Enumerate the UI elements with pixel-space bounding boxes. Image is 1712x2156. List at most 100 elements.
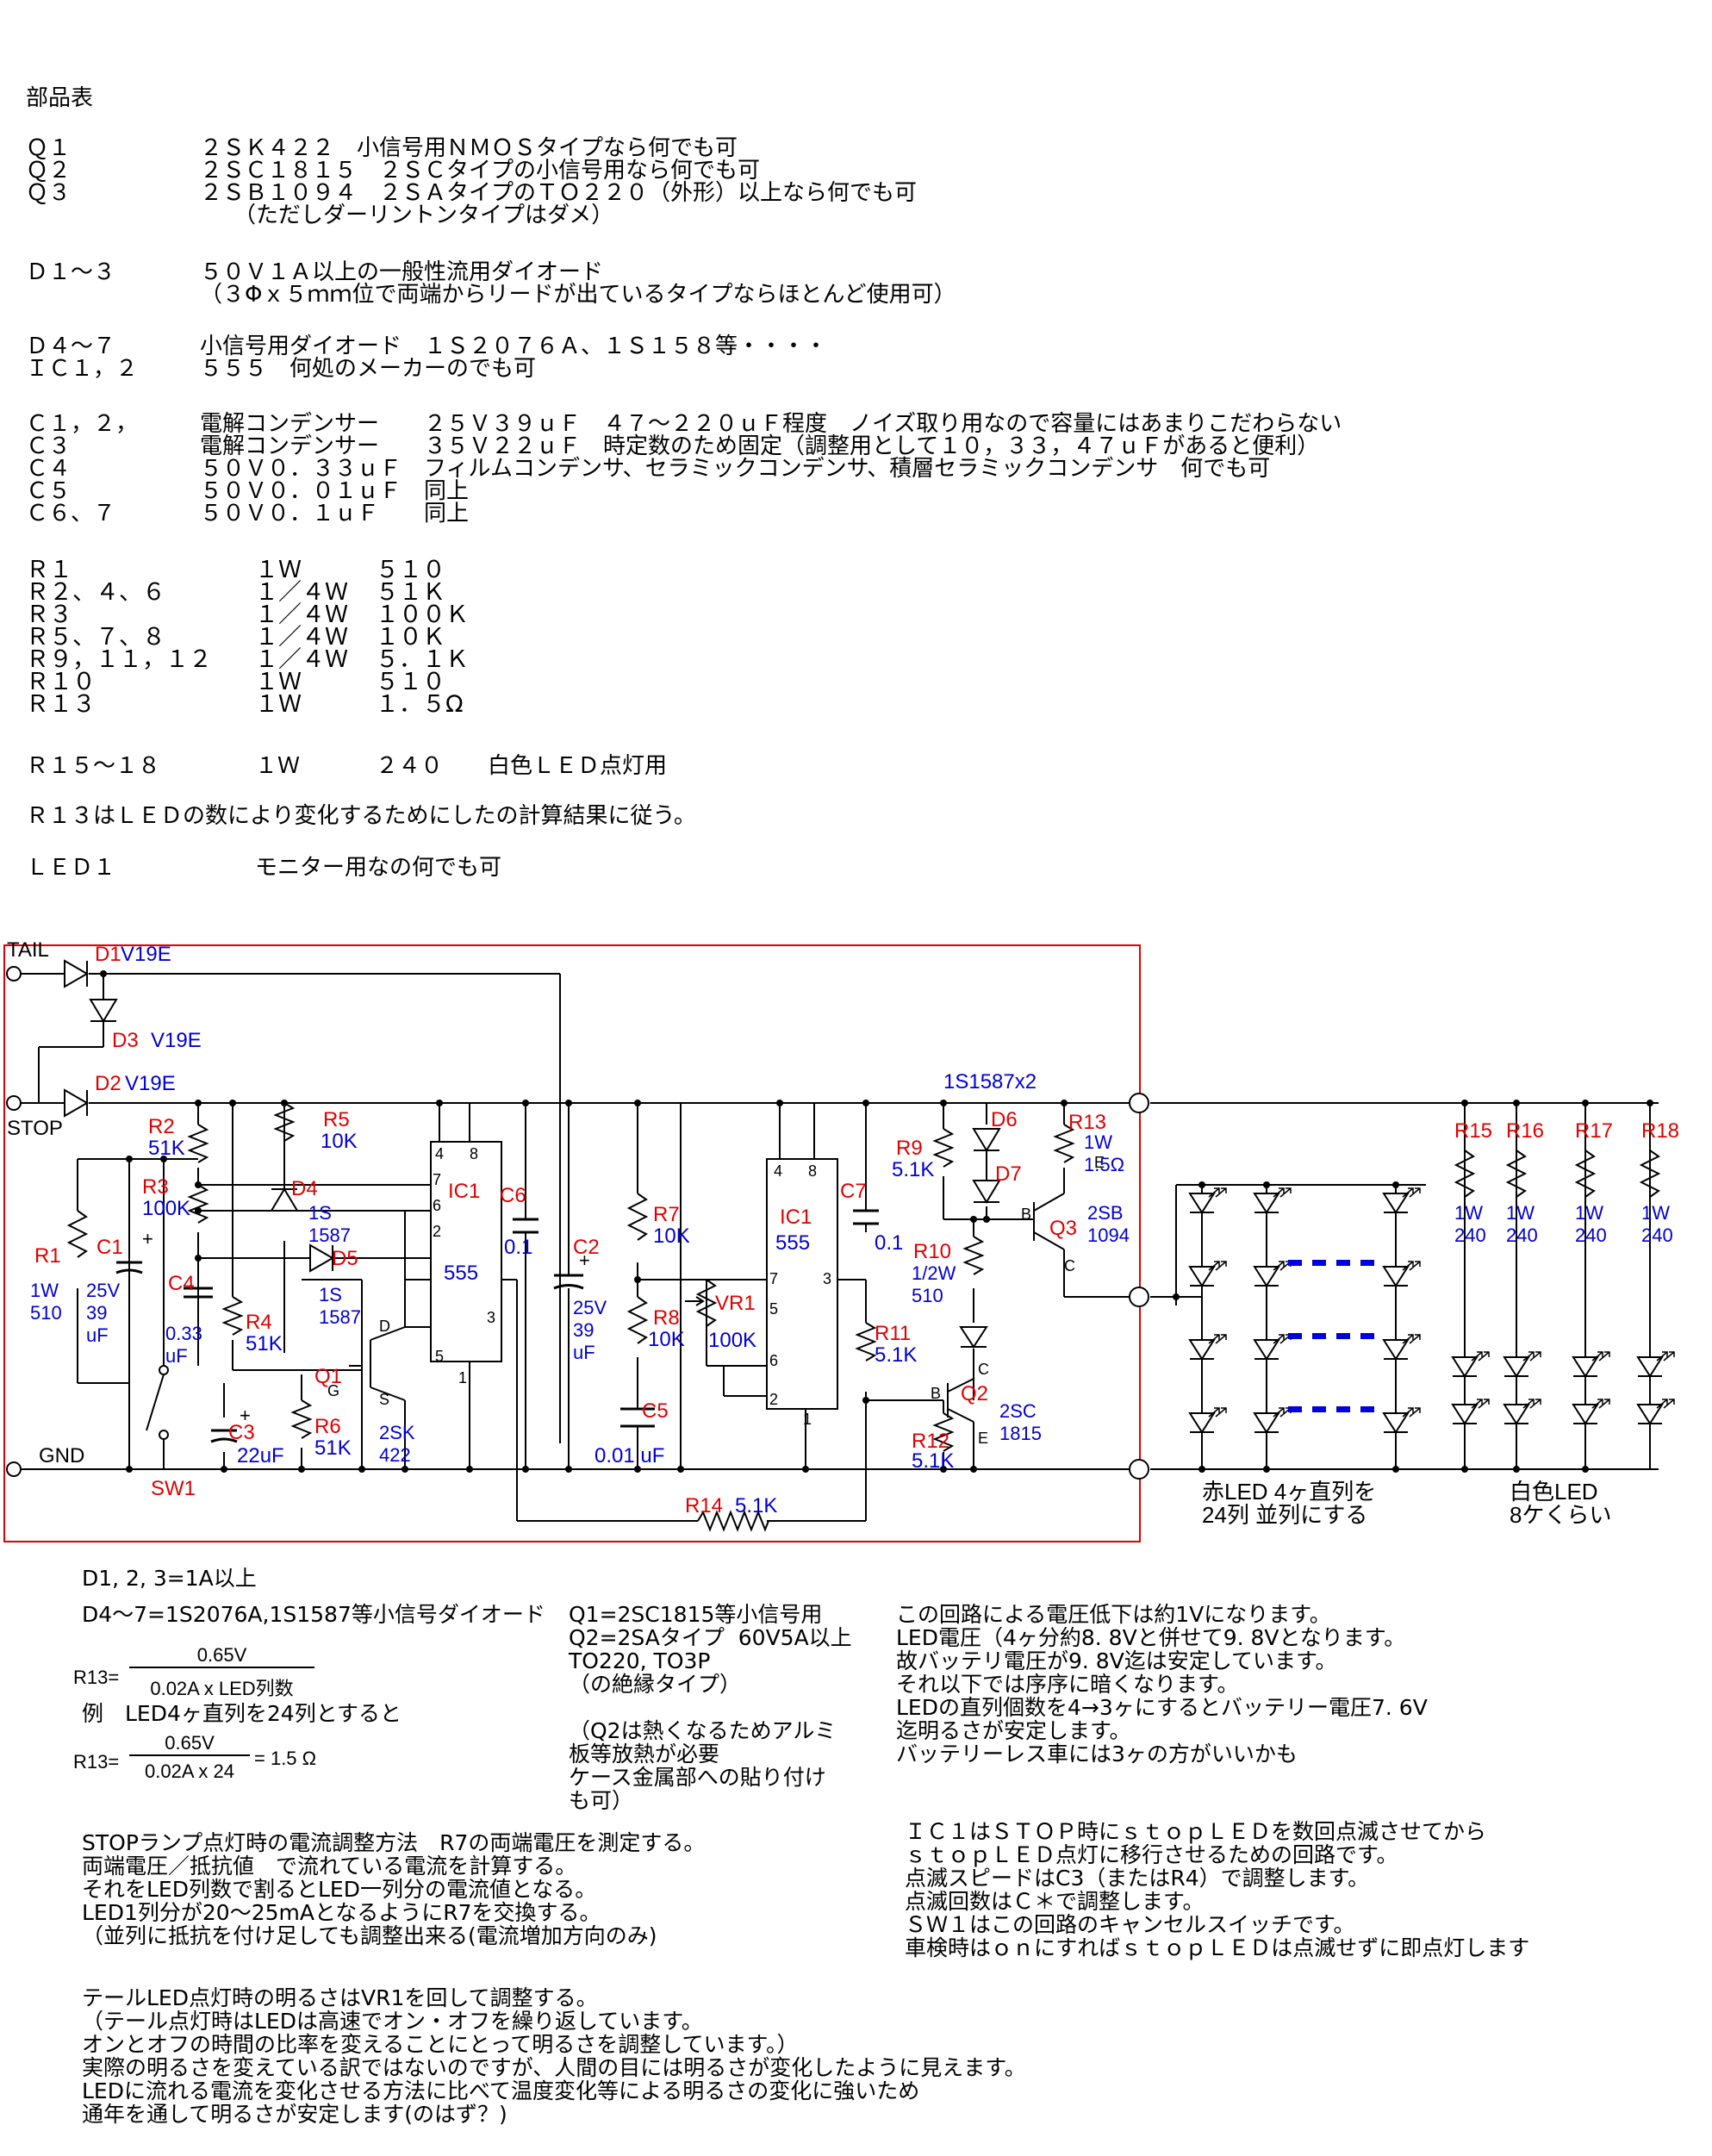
r1-resistor <box>66 1210 89 1258</box>
schematic-labels: TAIL STOP GND SW1 D1 V19E D3 V19E D2 V19… <box>7 938 1679 1517</box>
q1-g-pin: G <box>327 1382 339 1399</box>
r12-value: 5.1K <box>912 1449 954 1473</box>
ic2-pin8: 8 <box>808 1162 817 1180</box>
switch-symbol <box>146 1374 165 1431</box>
tail-terminal <box>6 966 22 981</box>
q3-c-pin: C <box>1064 1257 1075 1274</box>
c6-value: 0.1 <box>504 1236 532 1259</box>
sw-contact-bot <box>159 1430 169 1440</box>
r17-resistor <box>1574 1150 1597 1198</box>
c3-label: C3 <box>228 1421 255 1444</box>
r4-label: R4 <box>246 1311 272 1334</box>
c5-capacitor <box>620 1407 655 1428</box>
ic2-pin7: 7 <box>769 1270 778 1287</box>
c2-label: C2 <box>573 1236 600 1259</box>
r9-label: R9 <box>896 1137 923 1160</box>
ic2-value: 555 <box>775 1231 810 1255</box>
wires <box>3 944 1659 1542</box>
resistor-watt: １Ｗ <box>255 691 302 718</box>
r12-resistor <box>932 1412 955 1452</box>
note-stop-current: STOPランプ点灯時の電流調整方法 R7の両端電圧を測定する。 両端電圧／抵抗値… <box>82 1830 706 1948</box>
r6-label: R6 <box>314 1415 341 1438</box>
led-gap-dot <box>1288 1333 1302 1339</box>
q1-s-pin: S <box>379 1391 389 1408</box>
resistor-code: Ｒ１０ <box>26 669 96 695</box>
r7-label: R7 <box>653 1203 680 1226</box>
led-gap-dot <box>1360 1333 1374 1339</box>
r14-value: 5.1K <box>735 1494 777 1517</box>
led-gap-dot <box>1312 1260 1326 1266</box>
part-desc: ５０Ｖ０．１ｕＦ 同上 <box>200 501 470 527</box>
gnd-label: GND <box>39 1444 84 1467</box>
sw-contact-top <box>159 1365 169 1375</box>
sw1-label: SW1 <box>151 1477 196 1500</box>
part-desc: （３Φｘ５ｍｍ位で両端からリードが出ているタイプならほとんど使用可） <box>200 282 956 308</box>
part-desc: ５５５ 何処のメーカーのでも可 <box>200 356 537 382</box>
r2-label: R2 <box>148 1115 175 1138</box>
red-led <box>1382 1261 1421 1287</box>
resistor-value: ５１０ <box>376 557 445 583</box>
ic1-value: 555 <box>444 1262 478 1285</box>
formula1-den: 0.02A x LED列数 <box>150 1678 294 1699</box>
resistor-code: Ｒ１３ <box>26 691 96 718</box>
led-gap-dot <box>1336 1333 1350 1339</box>
junctions <box>100 970 1653 1473</box>
parts-title: 部品表 <box>26 85 94 111</box>
part-desc: 電解コンデンサー ２５Ｖ３９ｕＦ ４７～２２０ｕＦ程度 ノイズ取り用なので容量に… <box>200 411 1342 437</box>
part-desc: ５０Ｖ０．０１ｕＦ 同上 <box>200 478 470 504</box>
r9-value: 5.1K <box>892 1158 934 1181</box>
formula1-lhs: R13= <box>73 1667 120 1688</box>
ic1-pin7: 7 <box>433 1171 441 1188</box>
d4-diode <box>270 1187 299 1212</box>
q2-b-pin: B <box>931 1385 941 1402</box>
vr1-label: VR1 <box>715 1292 756 1315</box>
red-led <box>1382 1187 1421 1214</box>
c5-value: 0.01 uF <box>595 1444 664 1467</box>
note-d47: D4～7=1S2076A,1S1587等小信号ダイオード <box>82 1602 545 1627</box>
capacitor-symbols <box>115 1209 879 1443</box>
led-gap-dot <box>1288 1406 1302 1412</box>
r5-label: R5 <box>323 1108 350 1131</box>
d7-label: D7 <box>995 1162 1022 1186</box>
c3-plus: + <box>240 1405 251 1426</box>
white-led <box>1451 1399 1490 1425</box>
gnd-terminal <box>6 1461 22 1477</box>
r1-label: R1 <box>34 1244 61 1268</box>
d5-label: D5 <box>332 1247 358 1270</box>
resistor-code: Ｒ２、４、６ <box>26 579 165 606</box>
circuit-schematic: TAIL STOP GND SW1 D1 V19E D3 V19E D2 V19… <box>3 938 1679 1542</box>
formula2-rhs: = 1.5 Ω <box>254 1748 317 1769</box>
d6-diode <box>972 1128 1001 1152</box>
red-led <box>1188 1187 1227 1214</box>
red-led <box>1188 1407 1227 1434</box>
c4-capacitor <box>184 1287 213 1299</box>
stop-terminal <box>6 1095 22 1111</box>
d1-value: V19E <box>121 943 171 966</box>
r5-value: 10K <box>321 1130 358 1153</box>
ic2-label: IC1 <box>780 1206 812 1229</box>
resistor-value: ５．１Ｋ <box>376 646 469 673</box>
r11-value: 5.1K <box>875 1343 917 1367</box>
q2-label: Q2 <box>961 1382 988 1405</box>
c4-label: C4 <box>168 1272 195 1295</box>
ic1-pin2: 2 <box>433 1223 441 1240</box>
note-tail-brightness: テールLED点灯時の明るさはVR1を回して調整する。 （テール点灯時はLEDは高… <box>82 1985 1026 2127</box>
resistor-watt: １Ｗ <box>255 557 302 583</box>
c2-capacitor <box>553 1274 584 1290</box>
r4-value: 51K <box>246 1332 283 1355</box>
resistor-value: １０Ｋ <box>376 624 445 651</box>
diode-symbols <box>64 959 1001 1349</box>
part-code: ＩＣ１，２ <box>26 356 139 382</box>
r14-resistor <box>697 1510 769 1532</box>
part-code: Ｃ５ <box>26 478 72 504</box>
part-code: Ｑ２ <box>26 158 72 184</box>
led-gap-dot <box>1288 1260 1302 1266</box>
ic2-pin4: 4 <box>774 1162 782 1180</box>
formula2-lhs: R13= <box>73 1751 120 1773</box>
led-gap-dot <box>1336 1260 1350 1266</box>
r15-value: ２４０ 白色ＬＥＤ点灯用 <box>376 753 668 779</box>
